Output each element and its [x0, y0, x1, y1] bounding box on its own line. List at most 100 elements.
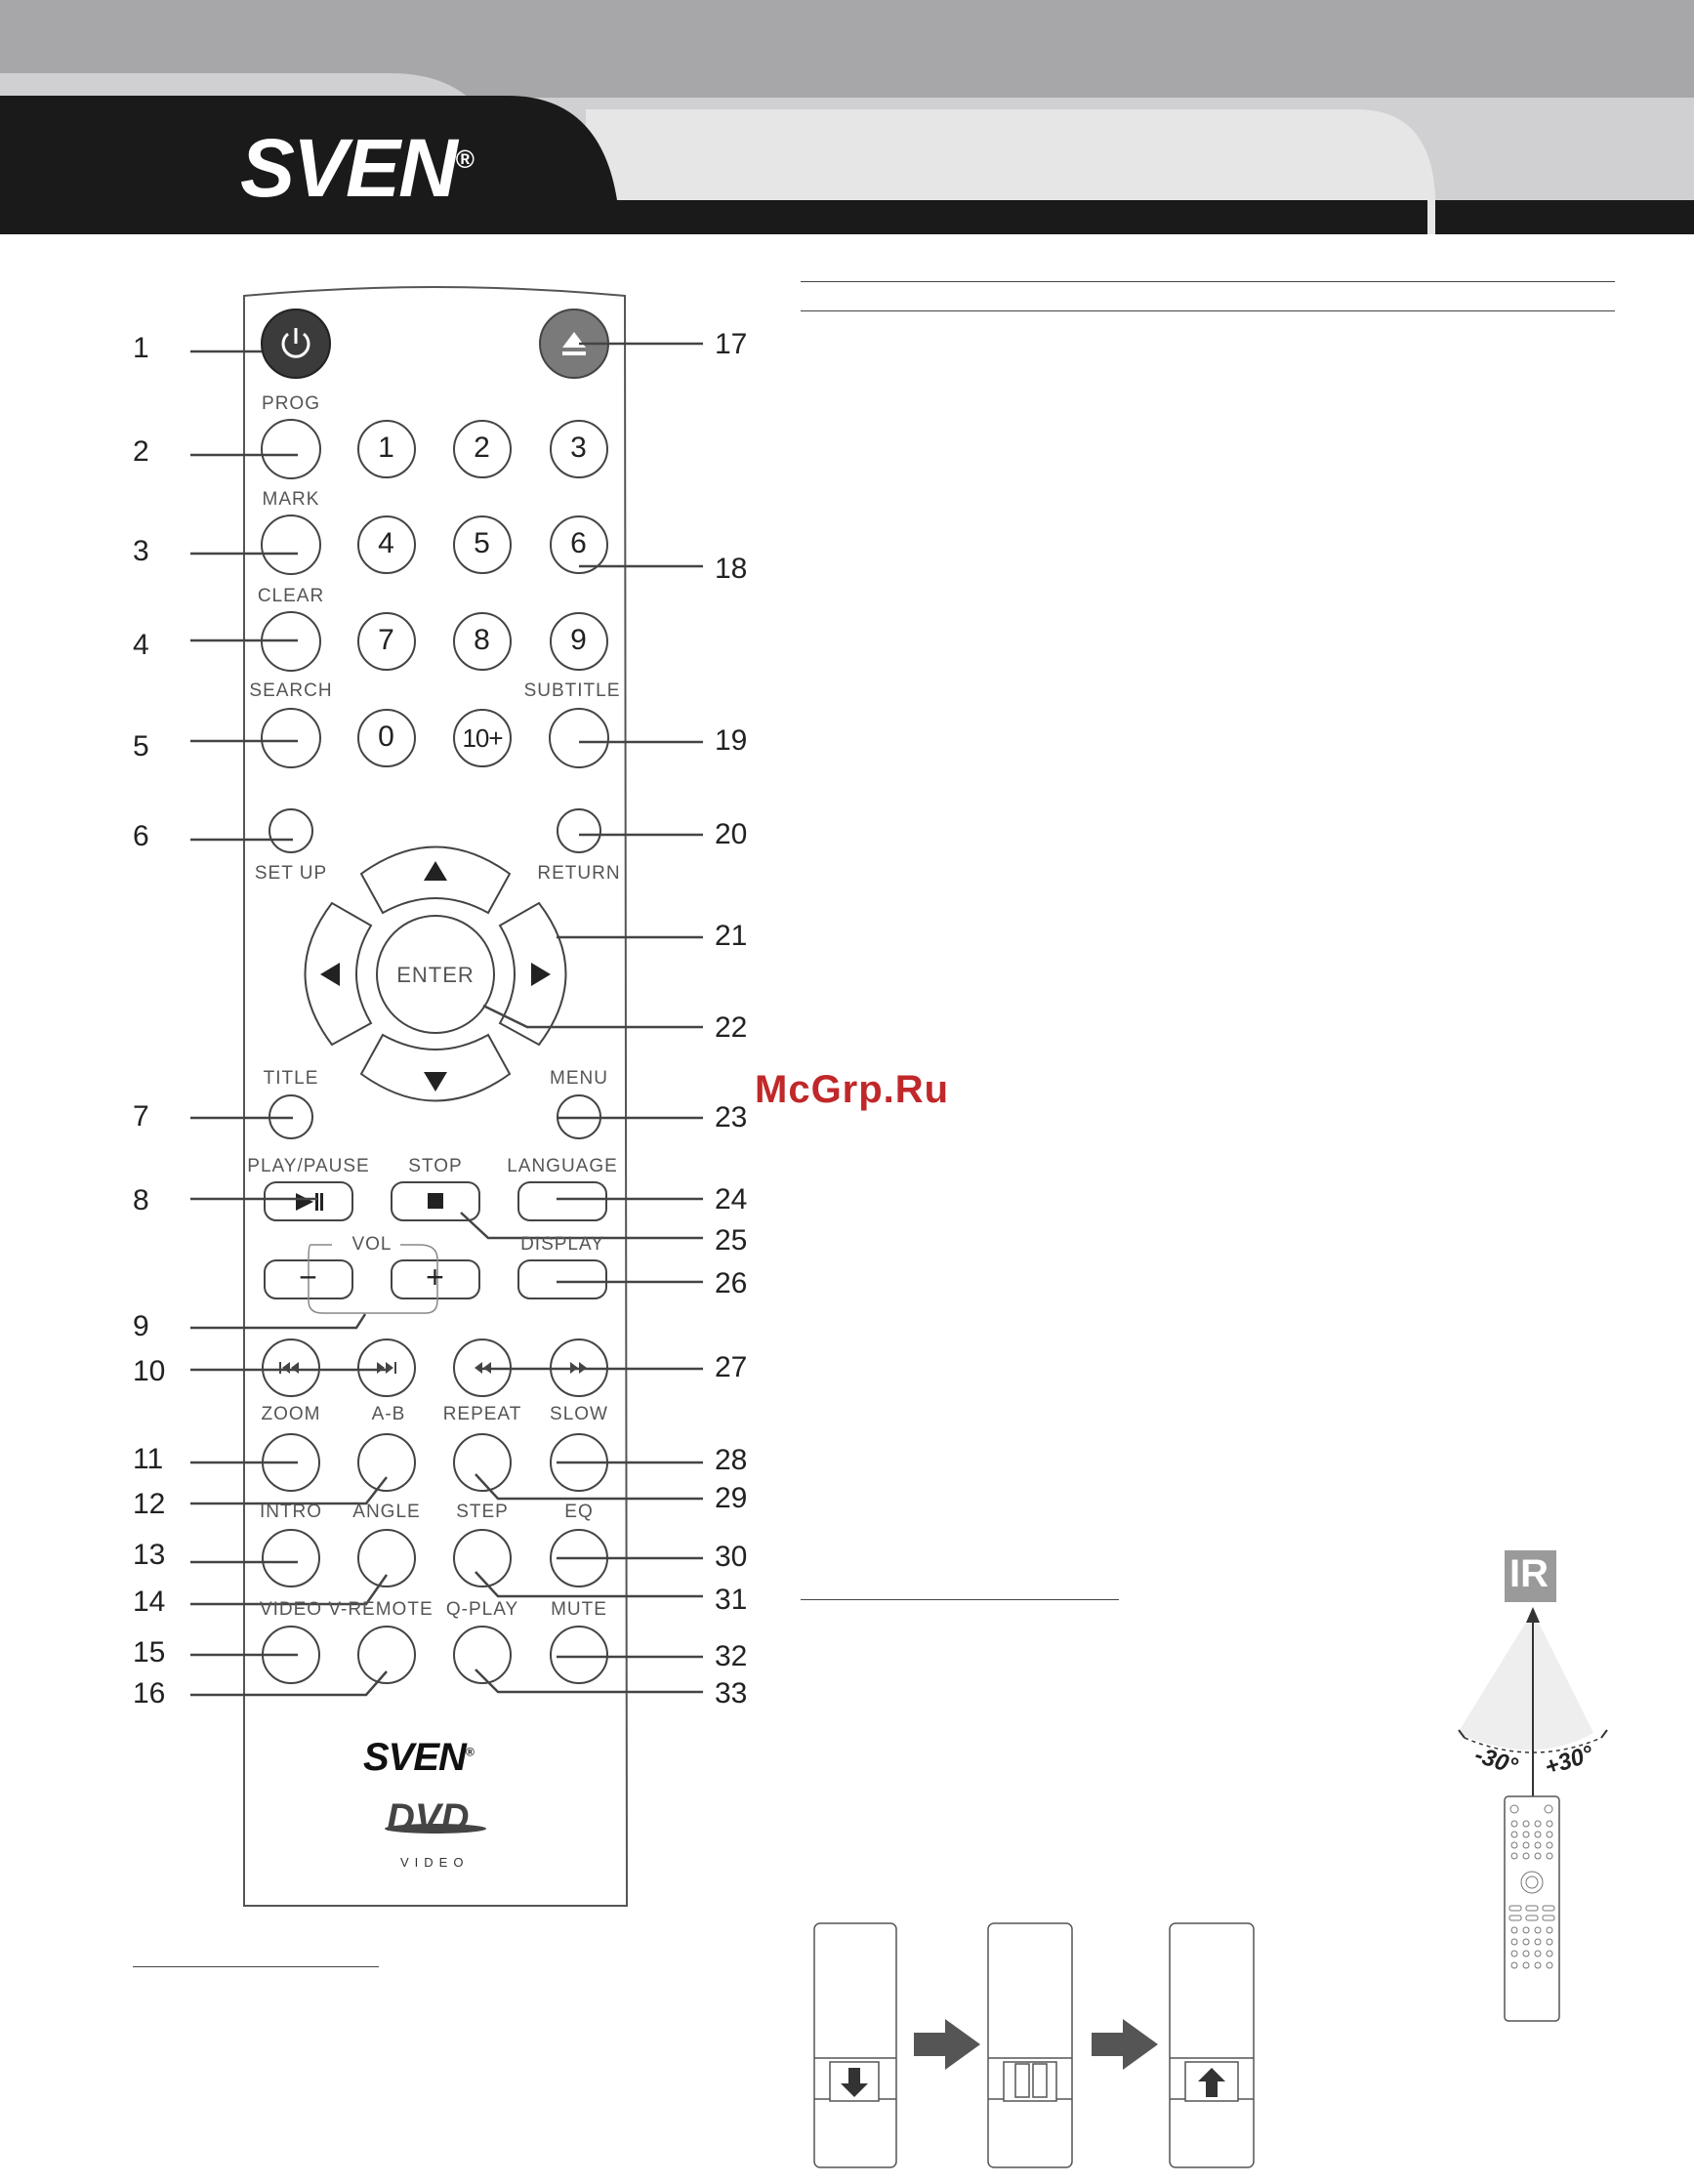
vol-minus-label: − [299, 1259, 318, 1295]
callout-14: 14 [133, 1586, 166, 1618]
callout-32: 32 [715, 1640, 748, 1672]
digit-4-button[interactable] [357, 515, 416, 574]
callout-8: 8 [133, 1184, 149, 1216]
callout-2: 2 [133, 435, 149, 468]
angle-label: ANGLE [352, 1502, 421, 1522]
vol-plus-label: + [426, 1259, 445, 1295]
step-arrow-icon [1092, 2019, 1158, 2070]
repeat-button[interactable] [453, 1433, 512, 1492]
callout-12: 12 [133, 1488, 166, 1520]
prog-button[interactable] [261, 419, 321, 479]
header-banner [0, 0, 1694, 234]
step-arrow-icon [914, 2019, 980, 2070]
display-label: DISPLAY [520, 1234, 604, 1255]
repeat-label: REPEAT [442, 1404, 522, 1424]
mute-button[interactable] [550, 1626, 608, 1684]
callout-24: 24 [715, 1183, 748, 1216]
arrow-up-icon [424, 861, 447, 881]
digit-1-button[interactable] [357, 420, 416, 478]
mark-label: MARK [262, 489, 320, 510]
digit-5-button[interactable] [453, 515, 512, 574]
enter-label: ENTER [396, 963, 475, 987]
digit-3-label: 3 [570, 432, 588, 464]
digit-8-button[interactable] [453, 612, 512, 671]
digit-9-label: 9 [570, 624, 588, 656]
callout-1: 1 [133, 332, 149, 364]
enter-button[interactable] [376, 915, 495, 1034]
eq-label: EQ [564, 1502, 594, 1522]
setup-button[interactable] [269, 808, 313, 853]
qplay-label: Q-PLAY [445, 1599, 519, 1620]
callout-3: 3 [133, 535, 149, 567]
callout-21: 21 [715, 920, 748, 952]
dpad-down[interactable] [359, 1033, 512, 1102]
vremote-button[interactable] [357, 1626, 416, 1684]
vol-label: VOL [346, 1234, 398, 1256]
digit-7-button[interactable] [357, 612, 416, 671]
callout-18: 18 [715, 553, 748, 585]
ir-diagram [1458, 1550, 1608, 2022]
rule-bottom-left [133, 1966, 379, 1967]
angle-button[interactable] [357, 1529, 416, 1587]
dvd-video-label: VIDEO [400, 1855, 470, 1870]
digit-10plus-button[interactable] [453, 709, 512, 767]
subtitle-label: SUBTITLE [523, 680, 621, 701]
stop-label: STOP [408, 1156, 463, 1176]
digit-0-label: 0 [378, 721, 395, 753]
prog-label: PROG [262, 393, 320, 414]
ab-button[interactable] [357, 1433, 416, 1492]
menu-label: MENU [550, 1068, 608, 1089]
return-button[interactable] [557, 808, 601, 853]
callout-33: 33 [715, 1677, 748, 1710]
callout-6: 6 [133, 820, 149, 852]
watermark: McGrp.Ru [755, 1068, 950, 1111]
callout-29: 29 [715, 1482, 748, 1514]
arrow-right-icon [531, 963, 551, 986]
search-button[interactable] [261, 708, 321, 768]
callout-27: 27 [715, 1351, 748, 1383]
header-logo: SVEN® [240, 122, 475, 214]
language-button[interactable] [517, 1181, 607, 1221]
digit-7-label: 7 [378, 624, 395, 656]
setup-label: SET UP [254, 863, 328, 884]
arrow-up-icon [1198, 2068, 1225, 2097]
vol-plus-button[interactable] [391, 1259, 480, 1299]
callout-4: 4 [133, 629, 149, 661]
rule-mid [801, 1599, 1119, 1600]
ab-label: A-B [371, 1404, 406, 1424]
display-button[interactable] [517, 1259, 607, 1299]
video-label: VIDEO [259, 1599, 323, 1620]
play-pause-label: PLAY/PAUSE [247, 1156, 370, 1176]
digit-9-button[interactable] [550, 612, 608, 671]
subtitle-button[interactable] [549, 708, 609, 768]
digit-6-button[interactable] [550, 515, 608, 574]
digit-5-label: 5 [474, 527, 491, 559]
digit-3-button[interactable] [550, 420, 608, 478]
clear-label: CLEAR [257, 586, 325, 606]
callout-26: 26 [715, 1267, 748, 1299]
arrow-down-icon [424, 1072, 447, 1092]
callout-11: 11 [133, 1443, 164, 1475]
intro-label: INTRO [259, 1502, 323, 1522]
intro-button[interactable] [262, 1529, 320, 1587]
callout-30: 30 [715, 1541, 748, 1573]
callout-23: 23 [715, 1101, 748, 1133]
digit-0-button[interactable] [357, 709, 416, 767]
step-button[interactable] [453, 1529, 512, 1587]
rule-top-1 [801, 281, 1615, 282]
callout-5: 5 [133, 730, 149, 762]
remote-brand-logo: SVEN® [363, 1736, 475, 1779]
mark-button[interactable] [261, 515, 321, 575]
vremote-label: V-REMOTE [328, 1599, 434, 1620]
digit-1-label: 1 [378, 432, 395, 464]
language-label: LANGUAGE [507, 1156, 618, 1176]
battery-steps [813, 1922, 1255, 2168]
qplay-button[interactable] [453, 1626, 512, 1684]
callout-15: 15 [133, 1636, 166, 1669]
digit-2-button[interactable] [453, 420, 512, 478]
mute-label: MUTE [551, 1599, 607, 1620]
title-label: TITLE [263, 1068, 319, 1089]
step-label: STEP [456, 1502, 509, 1522]
return-label: RETURN [537, 863, 621, 884]
